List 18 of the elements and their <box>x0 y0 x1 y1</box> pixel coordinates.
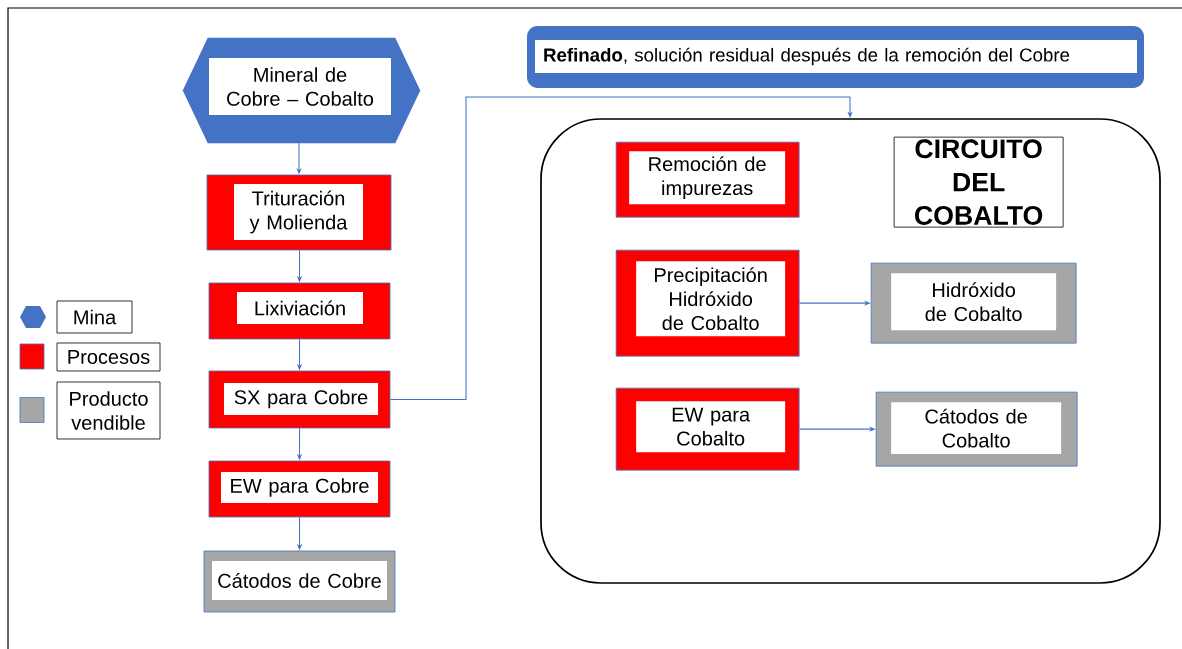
product-box: Hidróxido de Cobalto <box>870 262 1077 344</box>
product-box: Cátodos de Cobre <box>203 550 396 613</box>
process-box: Remoción de impurezas <box>615 141 800 218</box>
hexagon-box: Mineral de Cobre – Cobalto <box>182 37 421 144</box>
product-box: Cátodos de Cobalto <box>875 391 1078 467</box>
arrow <box>389 96 853 401</box>
process-box: Lixiviación <box>208 282 391 340</box>
process-box: EW para Cobre <box>208 460 391 518</box>
legend-label: Procesos <box>56 342 161 372</box>
process-box: EW para Cobalto <box>615 387 800 471</box>
process-box: Trituración y Molienda <box>206 174 392 251</box>
circuit-frame <box>540 118 1161 584</box>
legend-label: Producto vendible <box>56 381 161 440</box>
process-box: Precipitación Hidróxido de Cobalto <box>615 249 800 357</box>
process-box: SX para Cobre <box>208 370 391 429</box>
note-banner: Refinado, solución residual después de la remoción del Cobre <box>527 26 1144 88</box>
title-box: CIRCUITO DEL COBALTO <box>893 136 1064 228</box>
legend-label: Mina <box>56 300 133 334</box>
